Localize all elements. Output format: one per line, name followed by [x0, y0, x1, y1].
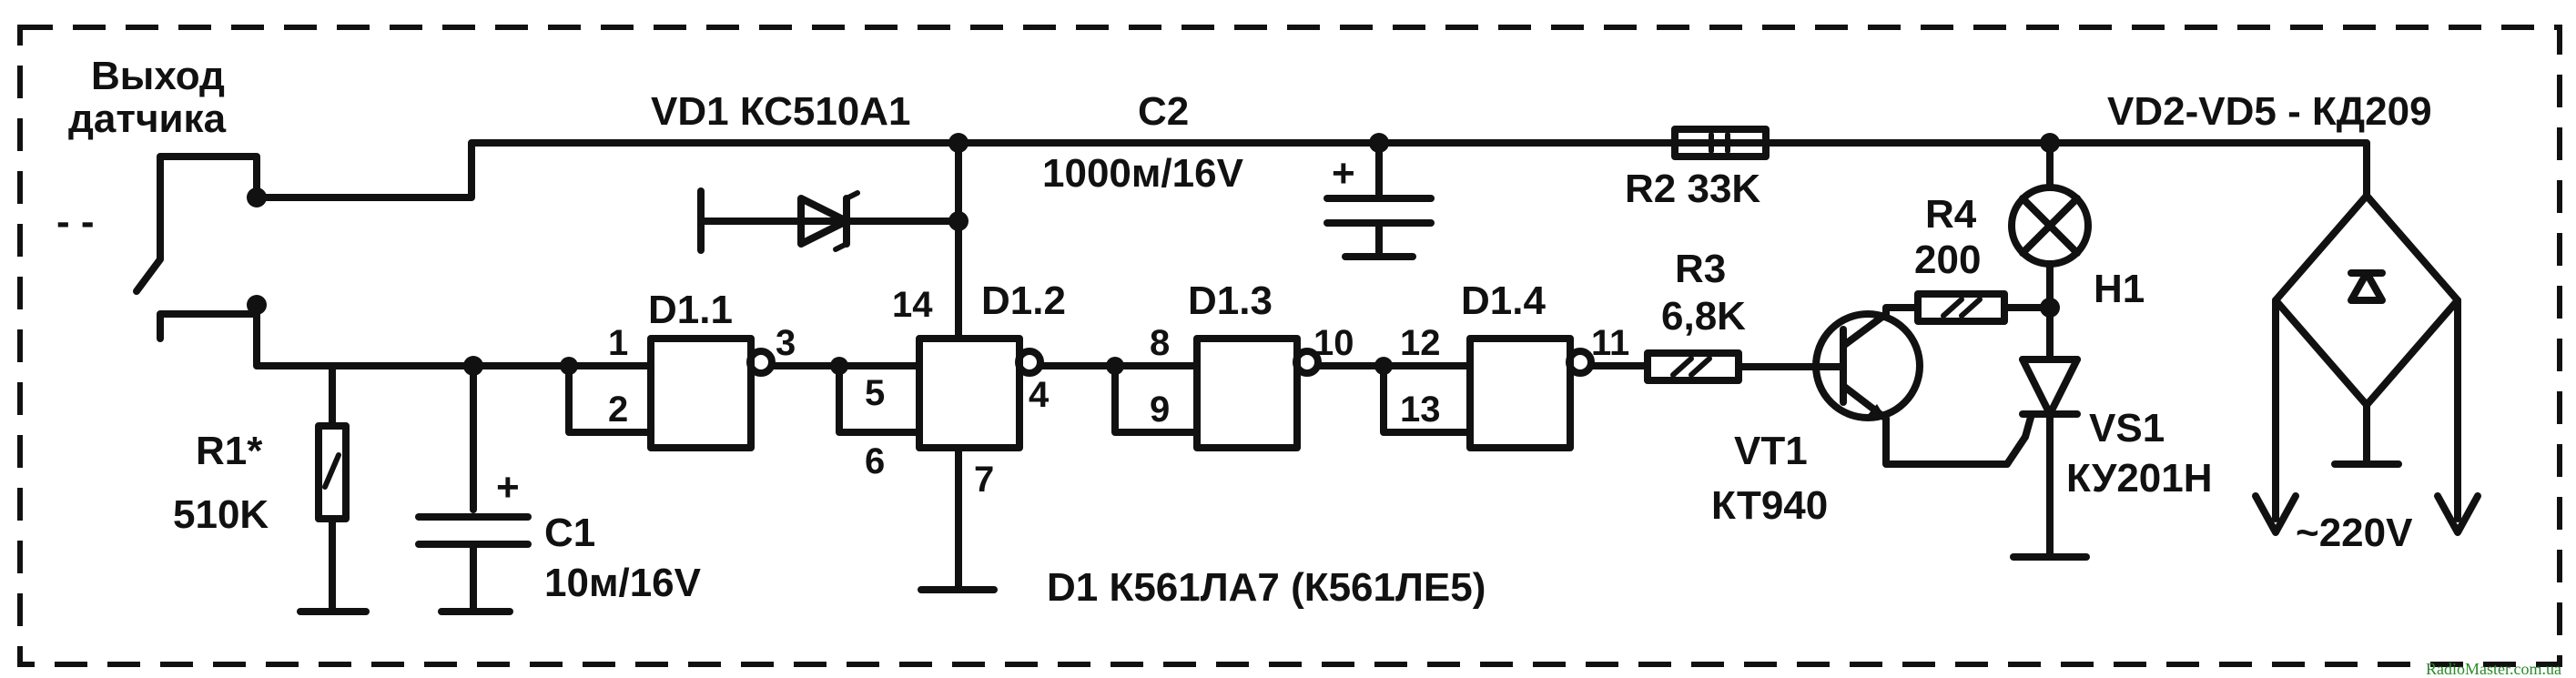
c1-value: 10м/16V [544, 561, 702, 605]
vd1-label: VD1 КС510А1 [651, 89, 911, 134]
r2-label: R2 33K [1625, 167, 1760, 211]
vt1-transistor: VT1 КТ940 [1711, 304, 2029, 528]
r2-resistor: R2 33K [1625, 126, 2060, 211]
r1-label: R1* [196, 429, 263, 473]
mains-label: ~220V [2296, 511, 2413, 555]
r4-value: 200 [1914, 238, 1981, 282]
zener-vd1: VD1 КС510А1 [651, 89, 969, 342]
r3-value: 6,8K [1661, 294, 1746, 339]
d1-chip-label: D1 К561ЛА7 (К561ЛЕ5) [1047, 565, 1486, 610]
pin-12: 12 [1400, 323, 1441, 363]
vt1-type: КТ940 [1711, 483, 1828, 528]
sensor-switch: Выход датчика - - [56, 54, 477, 369]
pin-11: 11 [1591, 323, 1629, 363]
enclosure-border [17, 25, 2562, 667]
pin-5: 5 [865, 373, 885, 413]
c1-plus: + [496, 465, 520, 510]
c2-capacitor: + C2 1000м/16V [1042, 89, 1435, 260]
pin-7: 7 [974, 460, 994, 500]
c1-label: C1 [544, 511, 595, 555]
r4-label: R4 [1925, 192, 1977, 237]
d1-4-label: D1.4 [1461, 278, 1546, 323]
gate-d1-1: D1.1 1 2 3 [470, 288, 848, 451]
watermark: RadioMaster.com.ua [2426, 660, 2561, 678]
d1-2-label: D1.2 [981, 278, 1066, 323]
diode-bridge: VD2-VD5 - КД209 ~220V [2107, 89, 2481, 555]
pin-10: 10 [1313, 323, 1354, 363]
pin-3: 3 [776, 323, 796, 363]
r4-resistor: R4 200 [1903, 192, 2060, 325]
r1-value: 510K [173, 492, 269, 537]
vs1-thyristor: VS1 КУ201Н [2010, 304, 2213, 561]
vs1-type: КУ201Н [2066, 456, 2213, 501]
pin-14: 14 [892, 285, 933, 325]
gate-d1-3: D1.3 8 9 10 [1111, 278, 1393, 451]
h1-lamp: H1 [2008, 139, 2145, 311]
h1-label: H1 [2094, 267, 2145, 311]
pin-4: 4 [1029, 375, 1050, 415]
d1-3-label: D1.3 [1188, 278, 1273, 323]
vs1-label: VS1 [2089, 406, 2165, 450]
r3-resistor: R3 6,8K [1644, 247, 1847, 384]
switch-dashes: - - [56, 199, 95, 244]
pin-9: 9 [1150, 390, 1170, 430]
pin-1: 1 [608, 323, 628, 363]
top-rail [253, 139, 2370, 201]
pin-13: 13 [1400, 390, 1441, 430]
gate-d1-2: D1.2 14 5 6 4 7 [836, 278, 1124, 593]
pin-6: 6 [865, 441, 885, 481]
gate-d1-4: D1.4 12 13 11 [1380, 278, 1651, 451]
d1-1-label: D1.1 [648, 288, 733, 332]
sensor-output-label: Выход [91, 54, 225, 98]
pin-8: 8 [1150, 323, 1170, 363]
r3-label: R3 [1675, 247, 1726, 291]
sensor-output-label-2: датчика [68, 96, 227, 141]
pin-2: 2 [608, 390, 628, 430]
r1-c1-network: R1* 510K + C1 10м/16V [173, 356, 702, 615]
c2-label: C2 [1138, 89, 1189, 134]
vt1-label: VT1 [1734, 429, 1808, 473]
c2-value: 1000м/16V [1042, 151, 1244, 196]
c2-plus: + [1332, 151, 1355, 196]
vd2-vd5-label: VD2-VD5 - КД209 [2107, 89, 2432, 134]
